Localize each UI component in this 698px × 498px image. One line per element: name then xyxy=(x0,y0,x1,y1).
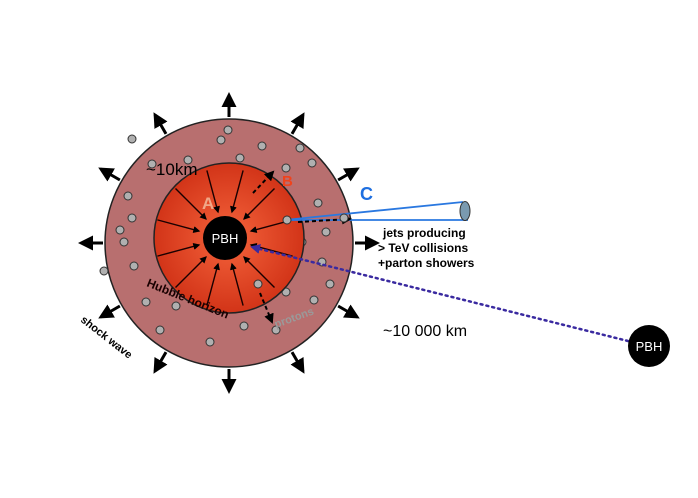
inner-particles xyxy=(253,279,263,289)
inward-arrow xyxy=(230,170,244,214)
shock-wave-label: shock wave xyxy=(78,314,134,361)
dashed-arrows xyxy=(252,170,275,324)
particle xyxy=(321,227,331,237)
particle xyxy=(205,337,215,347)
particle xyxy=(141,297,151,307)
center-pbh-label: PBH xyxy=(212,231,239,246)
particle xyxy=(239,321,249,331)
particle xyxy=(171,301,181,311)
inward-arrow xyxy=(243,256,275,288)
jets-line-2: > TeV collisions xyxy=(378,241,468,255)
particle xyxy=(271,325,281,335)
particle xyxy=(119,237,129,247)
inward-arrow xyxy=(230,262,244,306)
region-a-label: A xyxy=(202,194,214,213)
particle xyxy=(307,158,317,168)
particle xyxy=(183,155,193,165)
inward-arrow xyxy=(206,170,220,214)
particle xyxy=(325,279,335,289)
inward-arrow xyxy=(157,243,201,257)
center-pbh: PBH xyxy=(203,216,247,260)
inward-arrow xyxy=(157,219,201,233)
shock-wave-arrows xyxy=(78,92,380,394)
particle xyxy=(223,125,233,135)
shock-wave-arrow xyxy=(98,167,121,182)
shock-wave-arrow xyxy=(153,112,168,135)
particle xyxy=(257,141,267,151)
shock-wave-arrow xyxy=(290,112,305,135)
particle xyxy=(216,135,226,145)
center-pbh-disk xyxy=(203,216,247,260)
particle xyxy=(313,198,323,208)
jet-cone-end xyxy=(459,201,471,221)
distance-line xyxy=(250,244,630,343)
distance-label: ~10 000 km xyxy=(383,323,467,340)
shock-wave-arrow xyxy=(153,351,168,374)
inward-arrow xyxy=(175,256,207,288)
far-pbh-disk xyxy=(628,325,670,367)
particle xyxy=(115,225,125,235)
region-b-label: B xyxy=(282,173,293,190)
particle xyxy=(235,153,245,163)
shock-wave-arrow xyxy=(98,304,121,319)
jets-line-1: jets producing xyxy=(382,226,466,240)
particle xyxy=(281,163,291,173)
region-c-label: C xyxy=(360,184,373,204)
particle xyxy=(99,266,109,276)
inward-arrow xyxy=(243,188,275,220)
jet-particle xyxy=(339,213,349,223)
shock-wave-arrow xyxy=(337,304,360,319)
b-dashed-arrow xyxy=(252,170,275,194)
particle xyxy=(155,325,165,335)
particle xyxy=(253,279,263,289)
outer-radius-label: ~10km xyxy=(146,160,198,179)
shock-wave-arrow xyxy=(290,351,305,374)
particle xyxy=(127,213,137,223)
shock-wave-arrow xyxy=(337,167,360,182)
jets-line-3: +parton showers xyxy=(378,256,475,270)
inward-arrow xyxy=(175,188,207,220)
far-pbh: PBH xyxy=(628,325,670,367)
far-pbh-label: PBH xyxy=(636,339,663,354)
jet-particle xyxy=(282,215,292,225)
particle xyxy=(129,261,139,271)
particle xyxy=(123,191,133,201)
jet-cone xyxy=(282,201,471,225)
particle xyxy=(309,295,319,305)
protons-dashed-arrow xyxy=(259,292,274,324)
inward-arrow xyxy=(206,262,220,306)
particle xyxy=(147,159,157,169)
particle xyxy=(295,143,305,153)
jet-upper-edge xyxy=(284,201,464,221)
outer-particles xyxy=(99,125,335,347)
particle xyxy=(127,134,137,144)
